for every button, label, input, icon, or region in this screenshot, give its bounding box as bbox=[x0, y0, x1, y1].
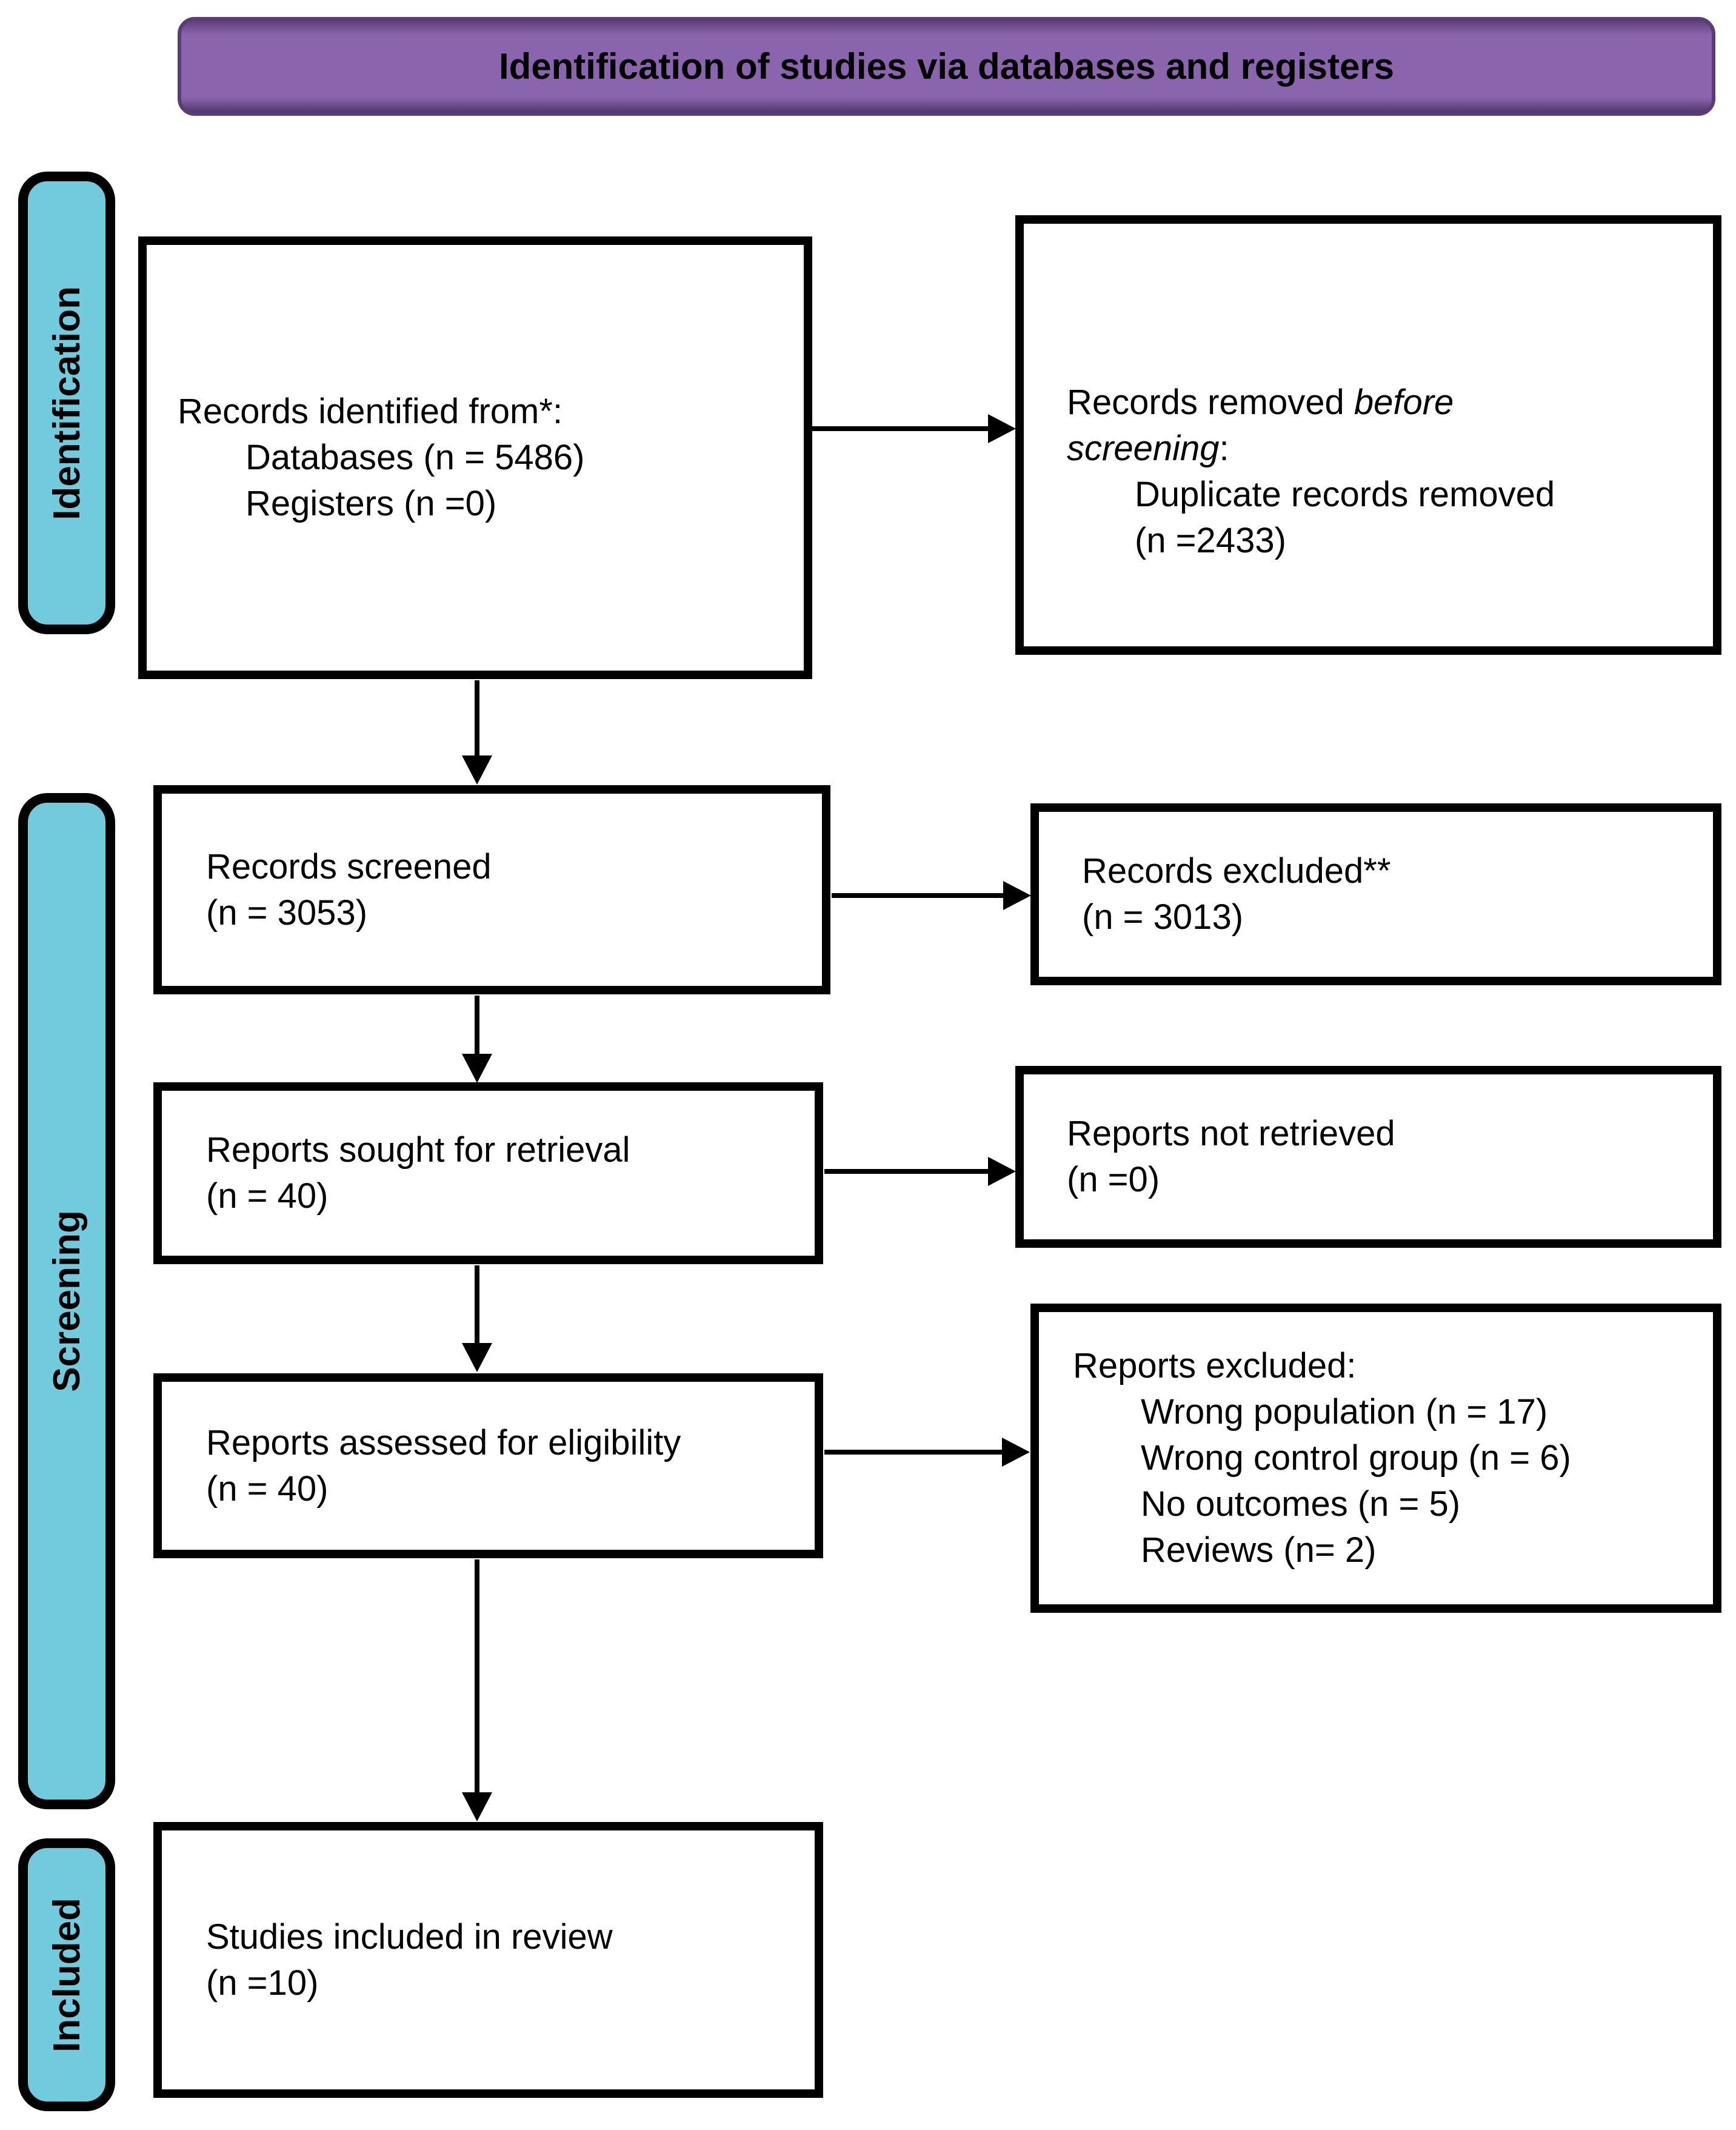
flow-box-records-screened: Records screened (n = 3053) bbox=[153, 785, 830, 994]
flow-box-reports-not-retrieved: Reports not retrieved (n =0) bbox=[1015, 1066, 1721, 1248]
arrow-stem bbox=[475, 1559, 479, 1795]
arrow-right-icon bbox=[1002, 1438, 1030, 1467]
arrow-right-icon bbox=[988, 414, 1016, 443]
records-screened-count: (n = 3053) bbox=[206, 893, 368, 933]
records-removed-count: (n =2433) bbox=[1135, 520, 1286, 560]
reports-excluded-wrong-control-group: Wrong control group (n = 6) bbox=[1141, 1438, 1571, 1478]
reports-excluded-reviews: Reviews (n= 2) bbox=[1141, 1530, 1377, 1570]
arrow-down-icon bbox=[462, 1343, 492, 1372]
reports-excluded-no-outcomes: No outcomes (n = 5) bbox=[1141, 1484, 1461, 1524]
stage-label-identification: Identification bbox=[18, 172, 115, 634]
flow-box-records-removed: Records removed before screening: Duplic… bbox=[1015, 215, 1721, 655]
flow-box-reports-assessed: Reports assessed for eligibility (n = 40… bbox=[153, 1373, 823, 1558]
arrow-stem bbox=[475, 1265, 479, 1345]
stage-label-identification-text: Identification bbox=[45, 286, 88, 520]
studies-included-count: (n =10) bbox=[206, 1963, 319, 2003]
stage-label-screening-text: Screening bbox=[45, 1210, 88, 1392]
reports-excluded-heading: Reports excluded: bbox=[1073, 1346, 1357, 1385]
reports-not-retrieved-count: (n =0) bbox=[1067, 1160, 1160, 1199]
records-identified-registers: Registers (n =0) bbox=[245, 484, 497, 523]
flow-box-reports-excluded: Reports excluded: Wrong population (n = … bbox=[1030, 1304, 1721, 1613]
reports-assessed-count: (n = 40) bbox=[206, 1469, 329, 1509]
arrow-down-icon bbox=[462, 1054, 492, 1083]
stage-label-included: Included bbox=[18, 1838, 115, 2111]
arrow-down-icon bbox=[462, 755, 492, 785]
records-excluded-count: (n = 3013) bbox=[1082, 897, 1244, 937]
reports-assessed-label: Reports assessed for eligibility bbox=[206, 1422, 681, 1462]
flow-box-records-identified: Records identified from*: Databases (n =… bbox=[138, 236, 812, 679]
arrow-stem bbox=[824, 1450, 1003, 1455]
records-excluded-label: Records excluded** bbox=[1082, 851, 1391, 891]
flow-box-records-excluded: Records excluded** (n = 3013) bbox=[1030, 803, 1721, 985]
records-identified-heading: Records identified from*: bbox=[178, 392, 563, 431]
arrow-down-icon bbox=[462, 1792, 492, 1821]
arrow-right-icon bbox=[988, 1157, 1016, 1186]
arrow-stem bbox=[475, 996, 479, 1056]
arrow-stem bbox=[832, 893, 1004, 898]
reports-excluded-wrong-population: Wrong population (n = 17) bbox=[1141, 1392, 1548, 1432]
records-identified-databases: Databases (n = 5486) bbox=[245, 438, 585, 477]
reports-sought-label: Reports sought for retrieval bbox=[206, 1130, 630, 1170]
records-screened-label: Records screened bbox=[206, 846, 492, 886]
reports-not-retrieved-label: Reports not retrieved bbox=[1067, 1114, 1395, 1153]
reports-sought-count: (n = 40) bbox=[206, 1176, 329, 1216]
records-removed-line2: screening: bbox=[1067, 428, 1229, 468]
stage-label-included-text: Included bbox=[45, 1897, 88, 2052]
records-removed-duplicates: Duplicate records removed bbox=[1135, 474, 1555, 514]
arrow-stem bbox=[824, 1169, 989, 1174]
arrow-stem bbox=[475, 680, 479, 758]
studies-included-label: Studies included in review bbox=[206, 1917, 613, 1957]
arrow-right-icon bbox=[1003, 881, 1031, 910]
records-removed-line1: Records removed before bbox=[1067, 382, 1454, 422]
title-banner: Identification of studies via databases … bbox=[178, 17, 1715, 116]
flow-box-reports-sought: Reports sought for retrieval (n = 40) bbox=[153, 1082, 823, 1264]
flow-box-studies-included: Studies included in review (n =10) bbox=[153, 1822, 823, 2098]
arrow-stem bbox=[812, 426, 989, 431]
stage-label-screening: Screening bbox=[18, 793, 115, 1809]
diagram-title: Identification of studies via databases … bbox=[498, 46, 1395, 87]
